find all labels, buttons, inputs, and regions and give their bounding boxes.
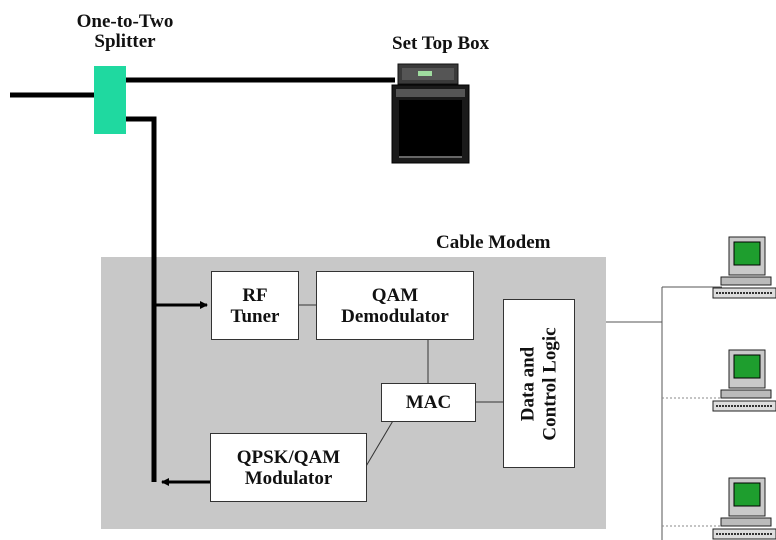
rf-tuner-block: RF Tuner <box>211 271 299 340</box>
set-top-box-label: Set Top Box <box>392 33 490 54</box>
cable-to-modem <box>126 116 157 482</box>
cable-modem-label: Cable Modem <box>436 232 551 253</box>
computer-icon <box>712 477 776 540</box>
computer-icon <box>712 349 776 412</box>
set-top-box-icon <box>391 63 470 164</box>
qpsk-qam-modulator-block: QPSK/QAM Modulator <box>210 433 367 502</box>
qam-demodulator-block: QAM Demodulator <box>316 271 474 340</box>
data-control-logic-block: Data and Control Logic <box>503 299 575 468</box>
computer-icon <box>712 236 776 299</box>
splitter <box>94 66 126 134</box>
mac-block: MAC <box>381 383 476 422</box>
splitter-label: One-to-Two Splitter <box>76 11 174 52</box>
data-control-logic-label: Data and Control Logic <box>517 327 561 441</box>
